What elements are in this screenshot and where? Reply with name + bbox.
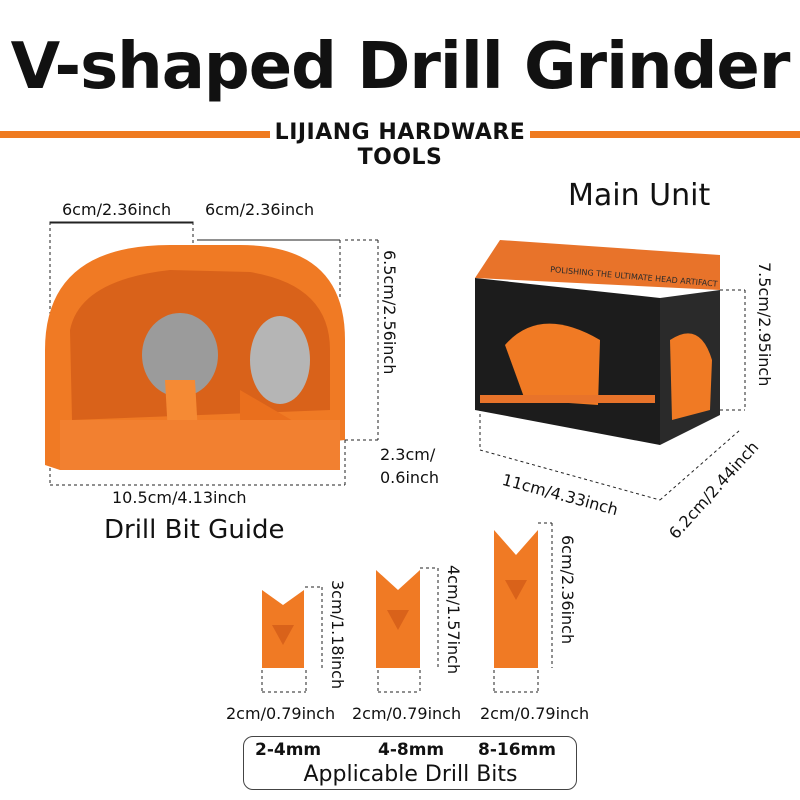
bit-guide-medium [376,570,420,668]
guide-dim-depth-b: 0.6inch [380,468,439,487]
range-large: 8-16mm [478,740,556,760]
bit-large-width: 2cm/0.79inch [480,704,590,723]
bit-medium-width: 2cm/0.79inch [352,704,462,723]
guide-dim-width-right: 6cm/2.36inch [205,200,315,219]
range-medium: 4-8mm [378,740,445,760]
bit-guide-small [262,590,304,668]
bit-medium-height: 4cm/1.57inch [444,565,463,675]
main-unit-label: Main Unit [568,178,711,213]
guide-dim-depth-a: 2.3cm/ [380,445,436,464]
bit-small-width: 2cm/0.79inch [226,704,336,723]
page-title: V-shaped Drill Grinder [10,30,791,104]
accent-bar-right [530,131,800,138]
guide-dim-width-left: 6cm/2.36inch [62,200,172,219]
product-box: POLISHING THE ULTIMATE HEAD ARTIFACT [475,240,720,445]
applicable-range-box [243,736,577,790]
guide-label: Drill Bit Guide [104,515,285,545]
applicable-label: Applicable Drill Bits [303,762,518,787]
guide-dim-height: 6.5cm/2.56inch [380,250,399,375]
drill-guide-body [45,245,345,470]
bit-guide-large [494,530,538,668]
accent-bar-left [0,131,270,138]
brand-label: LIJIANG HARDWARE TOOLS [270,120,530,170]
range-small: 2-4mm [255,740,322,760]
box-dim-height: 7.5cm/2.95inch [755,262,774,387]
bit-large-height: 6cm/2.36inch [558,535,577,645]
guide-dim-length: 10.5cm/4.13inch [112,488,247,507]
bit-small-height: 3cm/1.18inch [328,580,347,690]
